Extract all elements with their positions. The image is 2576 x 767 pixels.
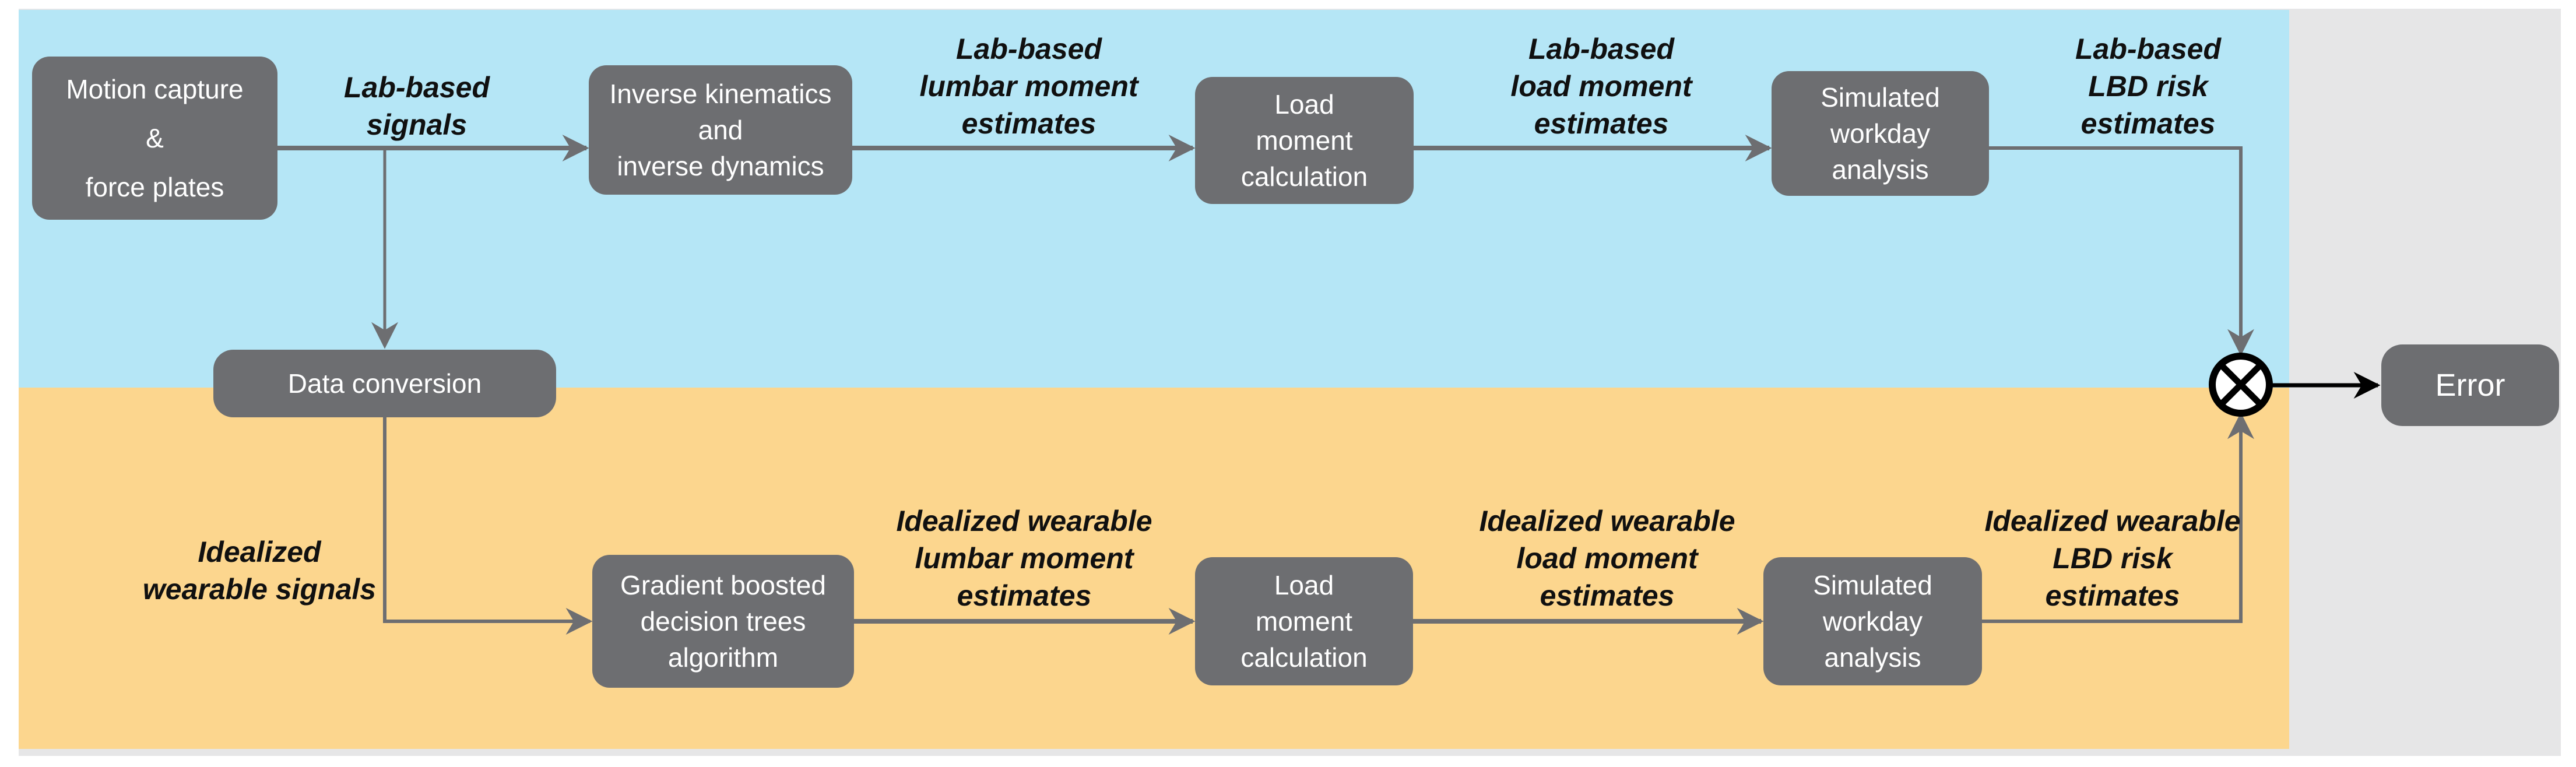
label-line: Idealized: [198, 536, 321, 568]
node-text-line: algorithm: [667, 642, 779, 673]
edge-label-wearable-load-moment: Idealized wearable load moment estimates: [1368, 502, 1846, 614]
node-motion-capture: Motion capture & force plates: [32, 57, 277, 220]
node-simulated-workday-lab: Simulated workday analysis: [1772, 71, 1989, 196]
label-line: Lab-based: [343, 71, 490, 104]
label-line: signals: [366, 108, 468, 141]
node-text-line: decision trees: [640, 606, 806, 636]
node-text-line: calculation: [1240, 161, 1368, 192]
edge-label-lab-lumbar-moment: Lab-based lumbar moment estimates: [790, 30, 1268, 142]
label-line: wearable signals: [142, 573, 377, 606]
node-text-line: workday: [1830, 118, 1931, 149]
node-text-line: workday: [1822, 606, 1923, 636]
edge-label-lab-load-moment: Lab-based load moment estimates: [1362, 30, 1840, 142]
node-error: Error: [2381, 344, 2559, 426]
node-text-line: analysis: [1832, 154, 1929, 185]
node-text-line: Simulated: [1813, 570, 1932, 600]
node-text-line: moment: [1256, 125, 1353, 156]
node-load-moment-lab: Load moment calculation: [1195, 77, 1414, 204]
edge-label-wearable-signals: Idealized wearable signals: [20, 533, 498, 608]
node-text-line: Load: [1274, 89, 1334, 119]
node-text-line: Load: [1274, 570, 1334, 600]
node-data-conversion: Data conversion: [213, 350, 556, 417]
label-line: LBD risk: [2088, 70, 2208, 103]
label-line: LBD risk: [2053, 542, 2173, 575]
node-text-line: Simulated: [1821, 82, 1940, 112]
edge-label-lab-signals: Lab-based signals: [178, 69, 656, 143]
node-inverse-kinematics: Inverse kinematics and inverse dynamics: [589, 65, 852, 195]
node-text-line: inverse dynamics: [617, 151, 824, 181]
node-text-line: Data conversion: [287, 368, 482, 399]
label-line: estimates: [957, 579, 1092, 612]
node-text-line: calculation: [1240, 642, 1368, 673]
node-load-moment-wearable: Load moment calculation: [1195, 557, 1413, 685]
node-text-line: Gradient boosted: [620, 570, 826, 600]
label-line: estimates: [2045, 579, 2180, 612]
node-text-line: and: [698, 115, 743, 145]
label-line: estimates: [2081, 107, 2216, 140]
label-line: Lab-based: [2075, 33, 2222, 65]
node-text-line: force plates: [85, 172, 224, 202]
node-text-line: moment: [1255, 606, 1353, 636]
label-line: estimates: [1540, 579, 1675, 612]
node-text-line: &: [146, 123, 164, 153]
edge-label-wearable-lbd-risk: Idealized wearable LBD risk estimates: [1874, 502, 2352, 614]
label-line: load moment: [1510, 70, 1692, 103]
label-line: Lab-based: [955, 33, 1102, 65]
node-text-line: Inverse kinematics: [609, 79, 832, 109]
label-line: Idealized wearable: [1984, 505, 2241, 537]
node-simulated-workday-wearable: Simulated workday analysis: [1763, 557, 1982, 685]
node-text-line: analysis: [1824, 642, 1921, 673]
node-text-line: Error: [2435, 368, 2505, 403]
label-line: estimates: [1534, 107, 1669, 140]
label-line: load moment: [1516, 542, 1698, 575]
node-text-line: Motion capture: [66, 74, 244, 104]
edge-label-wearable-lumbar-moment: Idealized wearable lumbar moment estimat…: [785, 502, 1263, 614]
label-line: lumbar moment: [919, 70, 1138, 103]
edge-label-lab-lbd-risk: Lab-based LBD risk estimates: [1909, 30, 2387, 142]
label-line: Lab-based: [1528, 33, 1675, 65]
label-line: estimates: [961, 107, 1097, 140]
label-line: Idealized wearable: [1479, 505, 1735, 537]
label-line: lumbar moment: [915, 542, 1134, 575]
label-line: Idealized wearable: [896, 505, 1152, 537]
node-gradient-boosted: Gradient boosted decision trees algorith…: [592, 555, 854, 688]
